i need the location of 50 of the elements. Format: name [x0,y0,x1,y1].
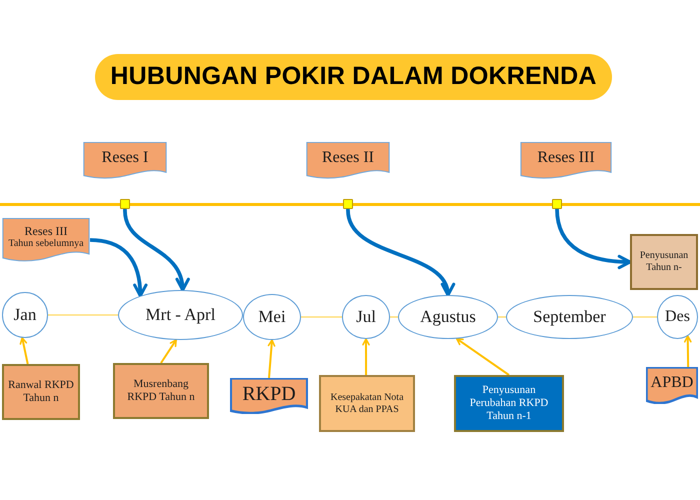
arrow [123,208,189,292]
timeline-marker [552,199,562,209]
month-label: Jan [14,304,36,326]
box-label: Reses III [537,148,595,168]
box-label: Tahun sebelumnya [8,238,84,250]
box-label: Reses II [322,148,374,168]
month-label: Des [665,307,690,327]
document-box [306,142,390,179]
process-box [319,375,415,432]
month-ellipse [2,292,48,338]
box-label: APBD [650,373,694,393]
document-box [520,142,612,179]
arrow [555,208,632,269]
box-label: Penyusunan Tahun n- [638,250,690,274]
document-box [2,218,90,262]
arrow [346,208,454,297]
arrow [684,335,692,368]
box-label: Kesepakatan Nota KUA dan PPAS [329,392,405,416]
arrow [90,238,148,298]
box-label: Musrenbang RKPD Tahun n [127,378,195,404]
box-label: RKPD [242,382,296,406]
month-label: September [533,306,606,328]
arrow [20,337,29,364]
month-label: Agustus [420,306,476,328]
arrow [362,338,370,375]
arrow [268,339,276,378]
document-box [646,367,698,404]
process-box [454,375,564,432]
title-banner: HUBUNGAN POKIR DALAM DOKRENDA [95,54,612,100]
arrow [456,338,510,376]
month-ellipse [342,295,390,339]
box-label: Penyusunan Perubahan RKPD Tahun n-1 [468,384,550,424]
month-ellipse [657,295,698,339]
connector-line [301,316,342,318]
box-label: Reses I [102,148,148,168]
timeline-marker [120,199,130,209]
timeline-marker [343,199,353,209]
box-label: Reses III [24,224,68,238]
box-label: Ranwal RKPD Tahun n [8,378,74,406]
process-box [630,234,698,290]
process-box [113,363,209,419]
document-box [83,142,167,179]
connector-line [48,314,118,316]
connector-line [633,316,657,318]
month-label: Jul [356,306,376,328]
month-label: Mei [258,306,286,328]
process-box [2,364,80,420]
arrow [160,339,177,364]
document-box [230,378,308,414]
month-label: Mrt - Aprl [146,304,216,326]
